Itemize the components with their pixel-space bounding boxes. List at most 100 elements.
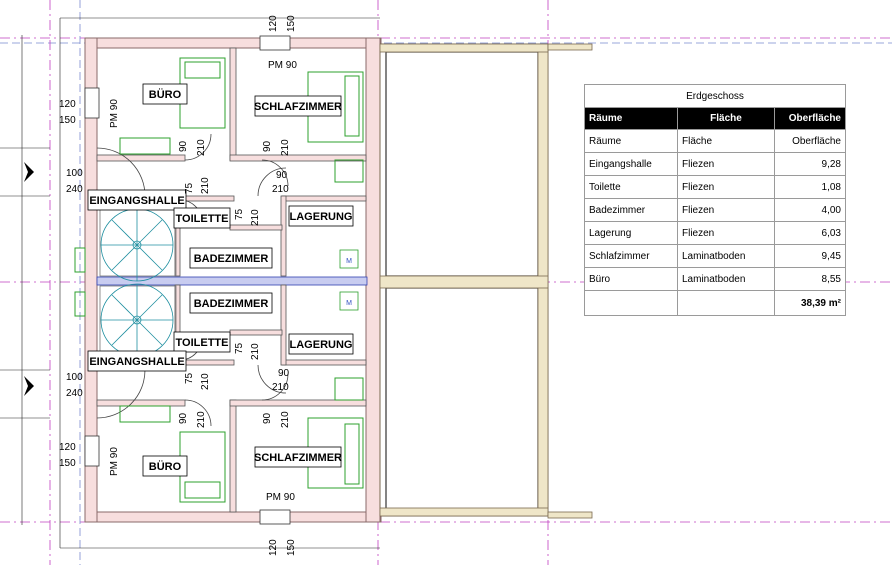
dimension-label: 210: [200, 373, 211, 390]
table-row: Schlafzimmer Laminatboden 9,45: [584, 244, 846, 268]
adjacent-wall: [379, 275, 549, 289]
interior-wall: [280, 284, 287, 366]
spiral-stair: [99, 283, 177, 357]
table-cell: Büro: [584, 267, 678, 291]
dimension-label: 90: [178, 140, 189, 152]
dimension-label: 90: [278, 368, 290, 379]
table-cell: [584, 290, 678, 316]
table-row: Toilette Fliezen 1,08: [584, 175, 846, 199]
table-cell: Eingangshalle: [584, 152, 678, 176]
meter-label: M: [346, 258, 352, 265]
table-row: Lagerung Fliezen 6,03: [584, 221, 846, 245]
meter-label: M: [346, 300, 352, 307]
room-label-box: [254, 95, 342, 117]
interior-wall: [96, 399, 186, 407]
room-label-box: [87, 350, 187, 372]
dimension-label: 210: [250, 209, 261, 226]
door-swing: [96, 369, 146, 419]
table-row: Räume Fläche Oberfläche: [584, 129, 846, 153]
table-caption-row: Erdgeschoss: [584, 84, 846, 108]
meter-icon: [339, 291, 359, 311]
interior-wall: [229, 399, 367, 407]
dimension-label: 90: [262, 412, 273, 424]
door-swing: [184, 399, 212, 427]
room-label-schlafzimmer: SCHLAFZIMMER: [254, 101, 342, 113]
dimension-label: 120: [268, 15, 279, 32]
interior-wall: [281, 359, 367, 366]
room-label-box: [288, 205, 354, 227]
room-label-box: [254, 446, 342, 468]
room-label-eingangshalle: EINGANGSHALLE: [89, 356, 184, 368]
window-label: PM 90: [109, 99, 120, 128]
table-row: Badezimmer Fliezen 4,00: [584, 198, 846, 222]
room-label-badezimmer: BADEZIMMER: [194, 298, 269, 310]
meter-icon: [339, 249, 359, 269]
dimension-label: 100: [66, 372, 83, 383]
table-cell: 9,28: [774, 152, 846, 176]
adjacent-wall: [379, 43, 549, 53]
interior-wall: [229, 47, 237, 161]
room-label-toilette: TOILETTE: [176, 213, 229, 225]
door-swing: [261, 159, 289, 187]
table-cell: Fliezen: [677, 152, 775, 176]
room-label-lagerung: LAGERUNG: [290, 211, 353, 223]
window-label: PM 90: [266, 492, 295, 503]
table-cell: Fliezen: [677, 175, 775, 199]
interior-wall: [229, 399, 237, 513]
dimension-label: 210: [280, 411, 291, 428]
column-header: Räume: [584, 107, 678, 130]
entrance-arrow-icon: [24, 376, 34, 396]
dimension-label: 210: [200, 177, 211, 194]
dimension-label: 150: [59, 458, 76, 469]
table-cell: Badezimmer: [584, 198, 678, 222]
table-cell: Räume: [584, 129, 678, 153]
column-header: Oberfläche: [774, 107, 846, 130]
door-swing: [257, 167, 287, 197]
interior-wall: [281, 195, 367, 202]
spiral-stair: [99, 207, 177, 282]
total-area: 38,39 m²: [774, 290, 846, 316]
dimension-label: 150: [286, 15, 297, 32]
window-label: PM 90: [109, 447, 120, 476]
adjacent-wall: [547, 43, 593, 51]
table-cell: Schlafzimmer: [584, 244, 678, 268]
exterior-wall: [84, 37, 382, 49]
dimension-label: 120: [59, 99, 76, 110]
interior-wall: [229, 154, 367, 162]
adjacent-wall: [547, 511, 593, 519]
dimension-label: 240: [66, 388, 83, 399]
room-label-box: [189, 292, 273, 314]
dimension-label: 100: [66, 168, 83, 179]
adjacent-wall: [379, 507, 549, 517]
table-cell: 4,00: [774, 198, 846, 222]
dimension-label: 210: [272, 184, 289, 195]
table-cell: [677, 290, 775, 316]
window: [259, 509, 291, 525]
dimension-label: 90: [178, 412, 189, 424]
table-cell: 8,55: [774, 267, 846, 291]
interior-wall: [280, 195, 287, 277]
room-label-box: [142, 83, 188, 105]
exterior-wall: [84, 511, 382, 523]
table-total-row: 38,39 m²: [584, 290, 846, 316]
window-label: PM 90: [268, 60, 297, 71]
room-label-box: [173, 331, 231, 353]
dimension-label: 210: [272, 382, 289, 393]
column-header: Fläche: [677, 107, 775, 130]
dimension-label: 75: [234, 208, 245, 220]
table-row: Eingangshalle Fliezen 9,28: [584, 152, 846, 176]
table-cell: Lagerung: [584, 221, 678, 245]
dimension-label: 210: [196, 411, 207, 428]
interior-wall: [96, 154, 186, 162]
door-swing: [96, 147, 146, 197]
room-label-schlafzimmer: SCHLAFZIMMER: [254, 452, 342, 464]
dimension-label: 150: [59, 115, 76, 126]
window: [84, 435, 100, 467]
dimension-label: 120: [268, 539, 279, 556]
window: [259, 35, 291, 51]
dimension-label: 90: [276, 170, 288, 181]
table-cell: 6,03: [774, 221, 846, 245]
interior-wall: [229, 329, 283, 336]
